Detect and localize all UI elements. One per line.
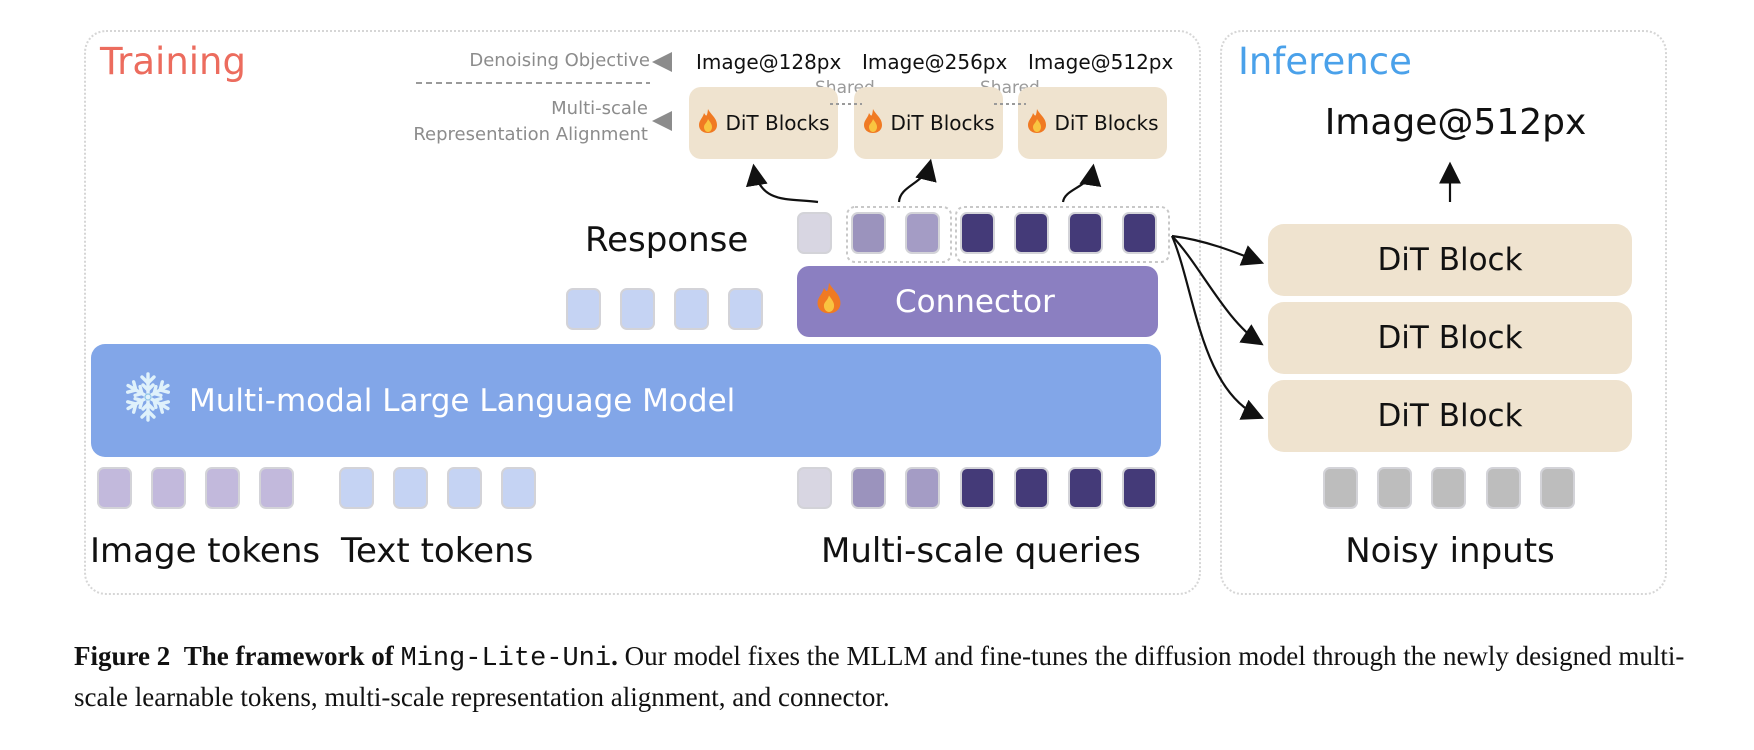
connector-label: Connector [895, 283, 1055, 320]
image-tokens-label: Image tokens [90, 531, 321, 571]
inference-title: Inference [1238, 40, 1412, 83]
dit-blocks-label: DiT Blocks [725, 111, 830, 135]
image-token [205, 467, 240, 509]
training-title: Training [100, 40, 246, 83]
alignment-label-line2: Representation Alignment [413, 124, 648, 145]
response-token [1014, 212, 1049, 254]
resolution-label-512: Image@512px [1028, 50, 1174, 74]
mllm-block: Multi-modal Large Language Model [91, 344, 1161, 457]
output-text-token [674, 288, 709, 330]
dit-blocks-label: DiT Blocks [1054, 111, 1159, 135]
caption-body: Our model fixes the MLLM and fine-tunes … [74, 641, 1685, 712]
dit-block-label: DiT Block [1377, 320, 1523, 356]
fire-icon [862, 108, 884, 139]
noise-token [1377, 467, 1412, 509]
mllm-label: Multi-modal Large Language Model [189, 382, 736, 419]
caption-period: . [611, 641, 618, 671]
training-panel [84, 30, 1201, 595]
dit-block-label: DiT Block [1377, 398, 1523, 434]
arrow-to-inference-3 [1170, 235, 1265, 420]
response-token [797, 212, 832, 254]
model-name: Ming-Lite-Uni [400, 644, 612, 674]
response-token [1068, 212, 1103, 254]
query-group-border-1 [846, 206, 952, 263]
image-token [97, 467, 132, 509]
image-token [151, 467, 186, 509]
noisy-inputs-label: Noisy inputs [1345, 531, 1555, 571]
resolution-label-256: Image@256px [862, 50, 1008, 74]
snowflake-icon [121, 370, 175, 432]
dit-blocks-256: DiT Blocks [854, 87, 1003, 159]
dit-blocks-128: DiT Blocks [689, 87, 838, 159]
noise-token [1431, 467, 1466, 509]
response-label: Response [585, 220, 749, 260]
text-tokens-label: Text tokens [341, 531, 534, 571]
output-text-token [620, 288, 655, 330]
dit-blocks-512: DiT Blocks [1018, 87, 1167, 159]
response-token [1122, 212, 1157, 254]
resolution-label-128: Image@128px [696, 50, 842, 74]
text-token [339, 467, 374, 509]
response-token [851, 212, 886, 254]
query-token [1014, 467, 1049, 509]
query-group-border-2 [955, 206, 1170, 263]
arrow-to-dit-512 [1061, 163, 1102, 203]
text-token [447, 467, 482, 509]
arrow-to-dit-128 [745, 163, 819, 204]
text-token [501, 467, 536, 509]
query-token [851, 467, 886, 509]
query-token [905, 467, 940, 509]
response-token [960, 212, 995, 254]
noise-token [1486, 467, 1521, 509]
dit-block-label: DiT Block [1377, 242, 1523, 278]
dit-blocks-label: DiT Blocks [890, 111, 995, 135]
fire-icon [697, 108, 719, 139]
query-token [797, 467, 832, 509]
connector-block: Connector [797, 266, 1158, 337]
inference-panel [1220, 30, 1667, 595]
image-token [259, 467, 294, 509]
arrow-to-inference-1 [1171, 234, 1265, 266]
figure-caption: Figure 2 The framework of Ming-Lite-Uni.… [74, 637, 1694, 716]
fire-icon [815, 281, 843, 323]
response-token [905, 212, 940, 254]
inference-output-label: Image@512px [1324, 102, 1587, 143]
inference-dit-block-2: DiT Block [1268, 302, 1632, 374]
inference-dit-block-1: DiT Block [1268, 224, 1632, 296]
arrow-to-inference-2 [1171, 235, 1264, 346]
noise-token [1323, 467, 1358, 509]
multiscale-queries-label: Multi-scale queries [821, 531, 1141, 571]
query-token [1068, 467, 1103, 509]
fire-icon [1026, 108, 1048, 139]
figure-number: Figure 2 [74, 641, 171, 671]
denoising-objective-label: Denoising Objective [469, 50, 650, 71]
text-token [393, 467, 428, 509]
inference-dit-block-3: DiT Block [1268, 380, 1632, 452]
alignment-label-line1: Multi-scale [551, 98, 648, 119]
output-text-token [728, 288, 763, 330]
arrow-to-dit-256 [897, 158, 937, 203]
query-token [960, 467, 995, 509]
noise-token [1540, 467, 1575, 509]
output-text-token [566, 288, 601, 330]
query-token [1122, 467, 1157, 509]
caption-bold-text: The framework of [183, 641, 394, 671]
